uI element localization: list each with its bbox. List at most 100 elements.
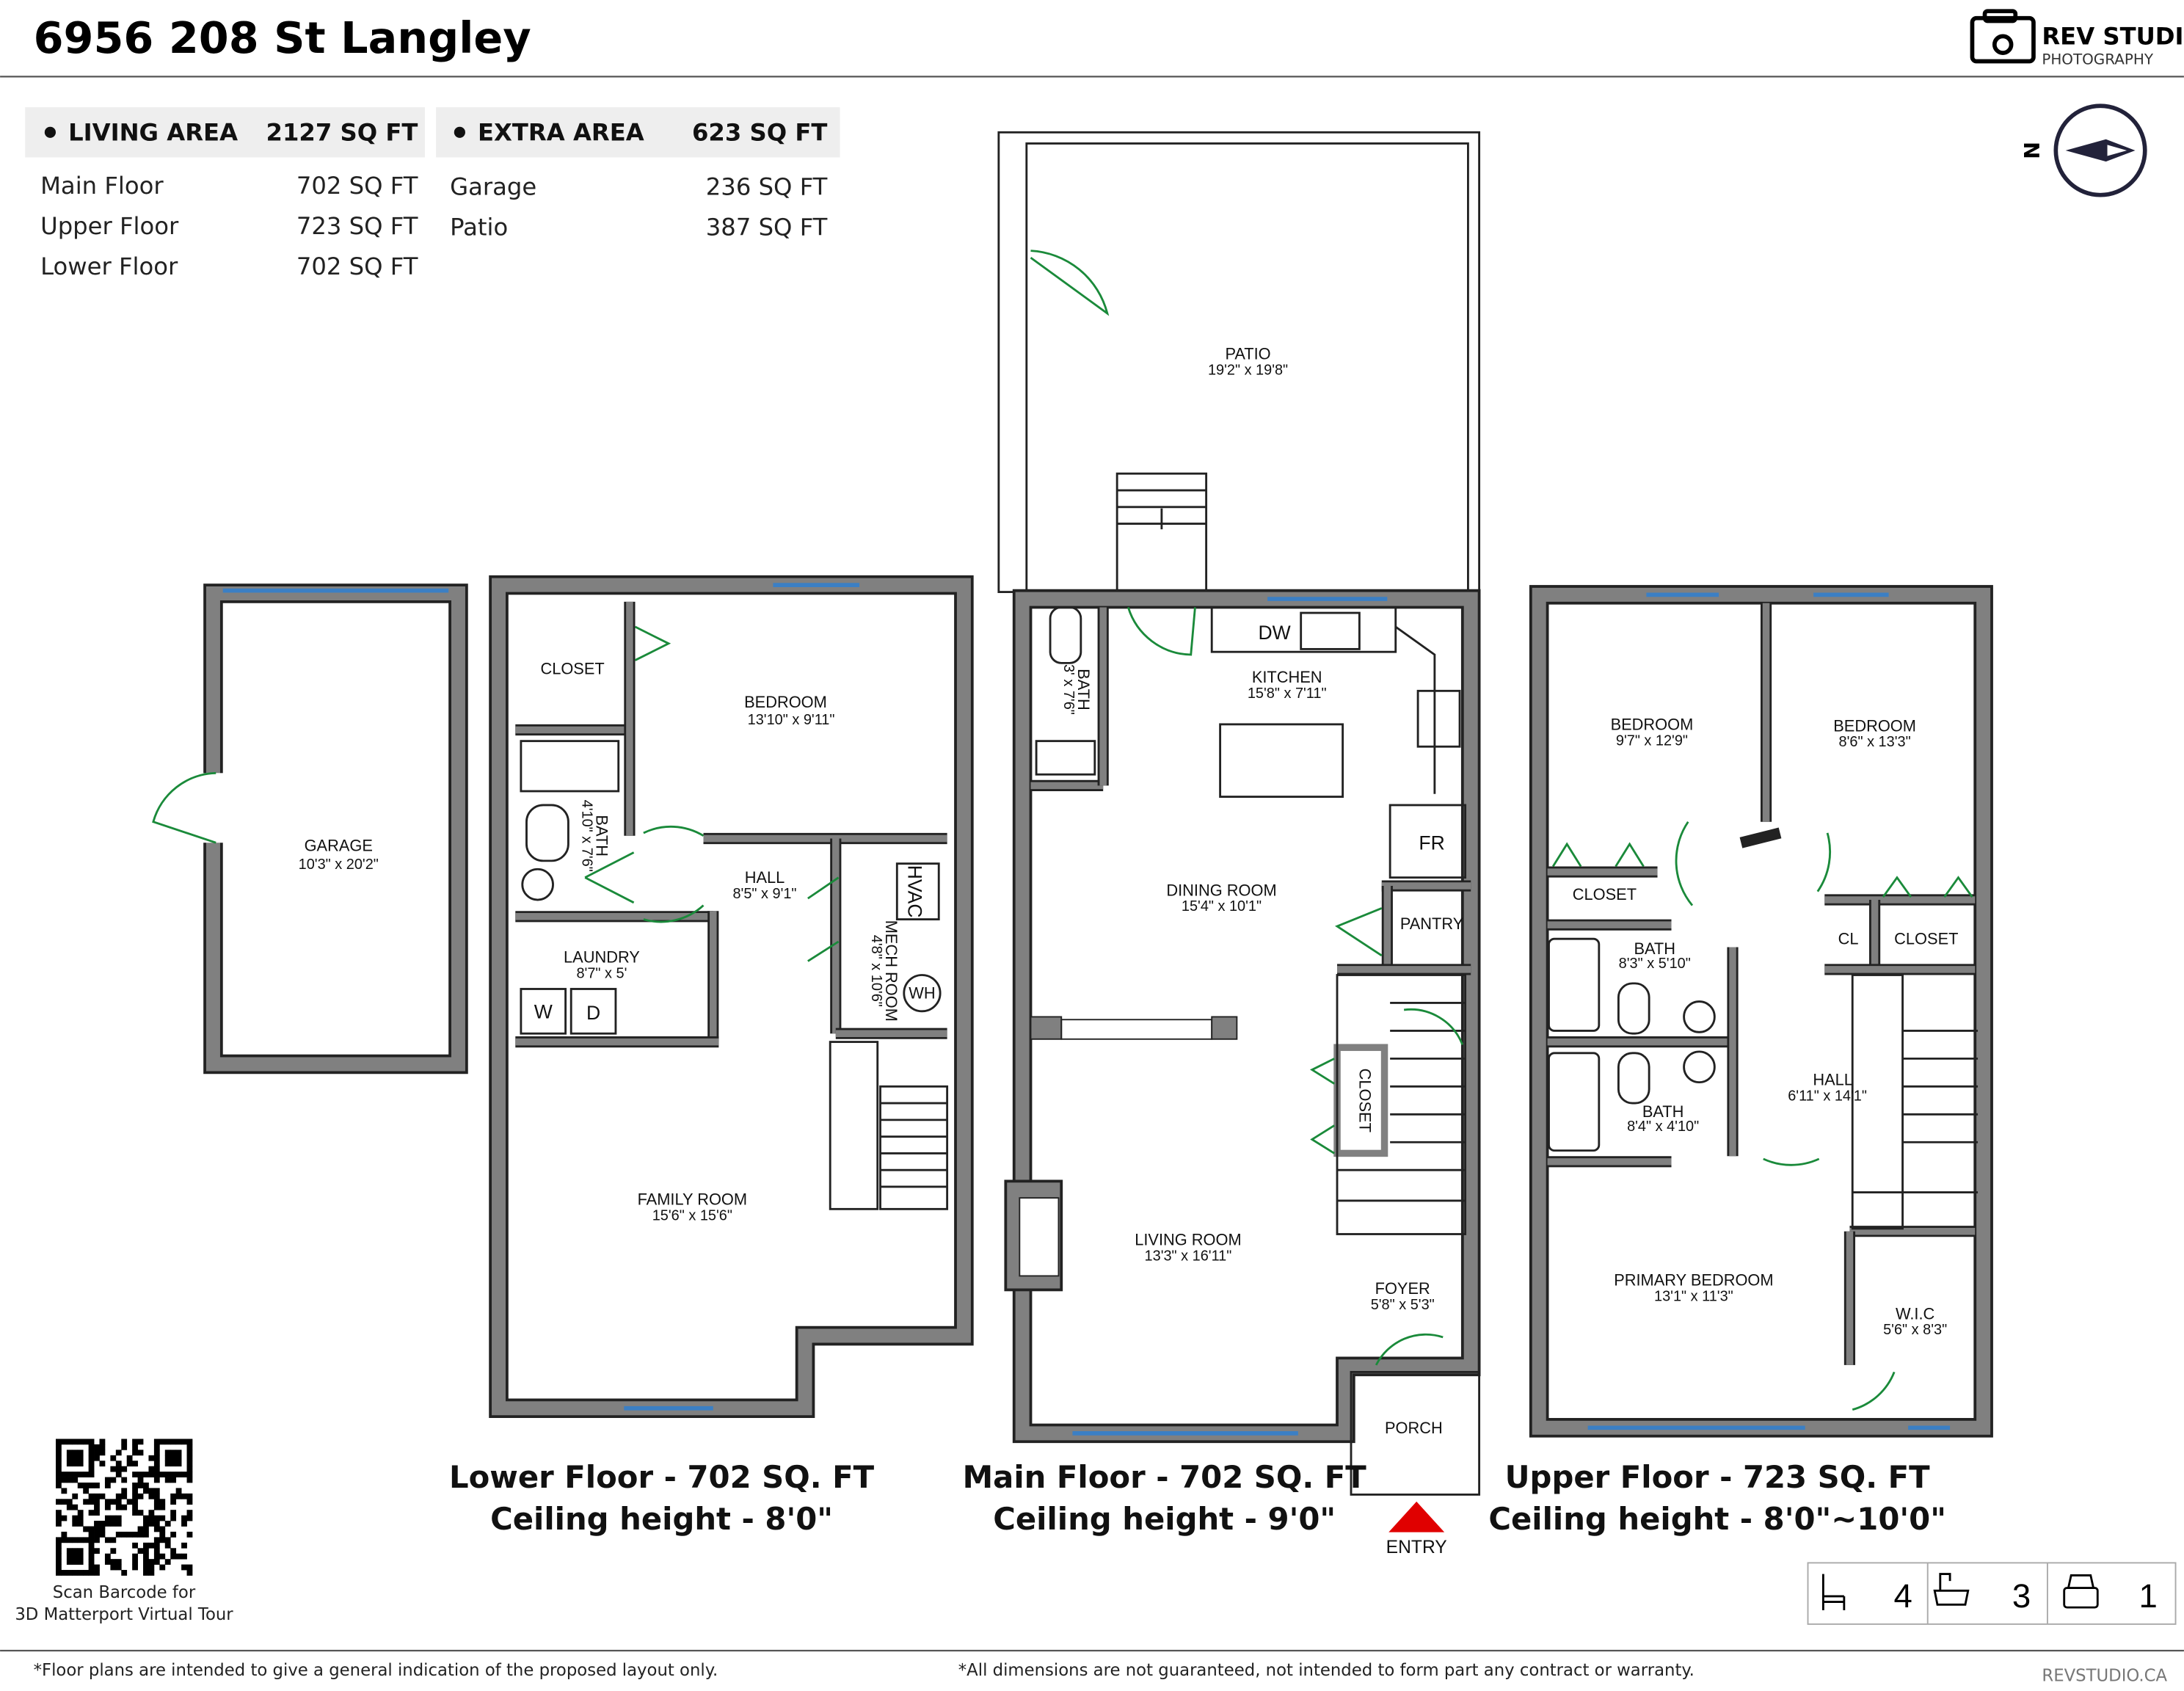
- svg-text:Garage: Garage: [450, 173, 536, 201]
- svg-text:3: 3: [2012, 1577, 2031, 1615]
- svg-text:8'6" x 13'3": 8'6" x 13'3": [1839, 734, 1911, 750]
- svg-text:9'7" x 12'9": 9'7" x 12'9": [1616, 732, 1688, 749]
- svg-text:W.I.C: W.I.C: [1896, 1304, 1934, 1323]
- bed-icon: [1821, 1574, 1846, 1610]
- svg-text:8'5" x 9'1": 8'5" x 9'1": [732, 886, 796, 902]
- bathtub-icon: [1933, 1573, 1970, 1606]
- svg-text:MECH ROOM: MECH ROOM: [882, 920, 900, 1022]
- svg-text:CLOSET: CLOSET: [540, 660, 604, 678]
- svg-text:FR: FR: [1419, 832, 1444, 854]
- svg-text:BATH: BATH: [1634, 939, 1675, 958]
- svg-text:4: 4: [1894, 1577, 1912, 1615]
- compass-icon: N: [2020, 103, 2147, 197]
- svg-text:8'7" x 5': 8'7" x 5': [577, 965, 627, 981]
- svg-text:KITCHEN: KITCHEN: [1252, 668, 1322, 686]
- svg-text:387 SQ FT: 387 SQ FT: [706, 214, 828, 241]
- footer-disclaimer-left: *Floor plans are intended to give a gene…: [34, 1661, 718, 1680]
- svg-text:8'4" x 4'10": 8'4" x 4'10": [1627, 1119, 1699, 1135]
- upper-floor-ceiling: Ceiling height - 8'0"~10'0": [1488, 1501, 1946, 1537]
- svg-text:6'11" x 14'1": 6'11" x 14'1": [1788, 1088, 1867, 1104]
- rev-studio-logo: REV STUDIO PHOTOGRAPHY: [1970, 9, 2184, 68]
- svg-text:5'8" x 5'3": 5'8" x 5'3": [1371, 1297, 1435, 1313]
- qr-caption-1: Scan Barcode for: [53, 1583, 196, 1602]
- qr-code[interactable]: [55, 1439, 193, 1576]
- svg-text:WH: WH: [909, 984, 935, 1003]
- living-area-table: LIVING AREA 2127 SQ FT Main Floor 702 SQ…: [25, 107, 425, 280]
- footer-disclaimer-center: *All dimensions are not guaranteed, not …: [958, 1661, 1695, 1680]
- svg-text:FAMILY ROOM: FAMILY ROOM: [638, 1190, 747, 1209]
- garage-plan: GARAGE 10'3" x 20'2": [152, 583, 468, 1074]
- svg-text:D: D: [586, 1002, 600, 1024]
- lower-floor-plan: CLOSET BEDROOM 13'10" x 9'11" BATH 4'10"…: [489, 575, 974, 1419]
- svg-text:19'2" x 19'8": 19'2" x 19'8": [1208, 363, 1288, 379]
- svg-text:13'3" x 16'11": 13'3" x 16'11": [1145, 1248, 1232, 1265]
- svg-text:15'4" x 10'1": 15'4" x 10'1": [1182, 898, 1262, 914]
- svg-text:HVAC: HVAC: [903, 865, 925, 918]
- svg-text:BATH: BATH: [1074, 669, 1093, 710]
- svg-text:FOYER: FOYER: [1375, 1279, 1430, 1298]
- svg-text:Lower Floor: Lower Floor: [40, 252, 178, 280]
- svg-text:ENTRY: ENTRY: [1386, 1538, 1447, 1557]
- svg-text:8'3" x 5'10": 8'3" x 5'10": [1619, 956, 1691, 972]
- svg-text:Patio: Patio: [450, 214, 508, 241]
- main-floor-plan: PATIO 19'2" x 19'8" BATH 3' x 7'6" DW KI…: [997, 131, 1481, 1557]
- svg-text:PHOTOGRAPHY: PHOTOGRAPHY: [2042, 51, 2154, 68]
- svg-text:BEDROOM: BEDROOM: [1833, 716, 1916, 735]
- svg-text:623 SQ FT: 623 SQ FT: [692, 119, 827, 147]
- svg-text:EXTRA AREA: EXTRA AREA: [478, 119, 644, 147]
- property-stats: 4 3 1: [1807, 1562, 2177, 1625]
- svg-text:10'3" x 20'2": 10'3" x 20'2": [299, 857, 379, 873]
- svg-text:PANTRY: PANTRY: [1400, 914, 1464, 933]
- svg-text:5'6" x 8'3": 5'6" x 8'3": [1883, 1322, 1947, 1338]
- svg-text:DW: DW: [1258, 622, 1290, 644]
- svg-text:15'6" x 15'6": 15'6" x 15'6": [652, 1208, 732, 1224]
- svg-text:LIVING ROOM: LIVING ROOM: [1135, 1231, 1241, 1249]
- upper-floor-plan: BEDROOM 9'7" x 12'9" BEDROOM 8'6" x 13'3…: [1529, 585, 1993, 1438]
- lower-floor-title: Lower Floor - 702 SQ. FT: [449, 1459, 875, 1495]
- svg-text:Upper Floor: Upper Floor: [40, 212, 179, 240]
- svg-text:CL: CL: [1838, 930, 1859, 948]
- car-icon: [2063, 1574, 2099, 1609]
- svg-text:BATH: BATH: [1642, 1102, 1684, 1121]
- svg-text:4'10" x 7'6": 4'10" x 7'6": [578, 800, 594, 872]
- svg-text:PRIMARY BEDROOM: PRIMARY BEDROOM: [1614, 1271, 1773, 1290]
- svg-text:13'10" x 9'11": 13'10" x 9'11": [748, 712, 835, 728]
- upper-floor-title: Upper Floor - 723 SQ. FT: [1505, 1459, 1930, 1495]
- svg-text:15'8" x 7'11": 15'8" x 7'11": [1248, 686, 1327, 702]
- svg-text:LIVING AREA: LIVING AREA: [68, 119, 238, 147]
- svg-text:4'8" x 10'6": 4'8" x 10'6": [868, 935, 884, 1007]
- svg-text:CLOSET: CLOSET: [1573, 885, 1637, 903]
- svg-text:N: N: [2020, 142, 2045, 159]
- svg-text:LAUNDRY: LAUNDRY: [564, 948, 640, 966]
- svg-text:13'1" x 11'3": 13'1" x 11'3": [1654, 1289, 1733, 1305]
- extra-area-table: EXTRA AREA 623 SQ FT Garage 236 SQ FT Pa…: [436, 107, 840, 241]
- svg-text:1: 1: [2139, 1577, 2158, 1615]
- svg-text:BEDROOM: BEDROOM: [1611, 715, 1694, 733]
- svg-text:Main Floor: Main Floor: [40, 172, 164, 200]
- main-floor-title: Main Floor - 702 SQ. FT: [963, 1459, 1367, 1495]
- svg-text:702 SQ FT: 702 SQ FT: [296, 252, 418, 280]
- svg-text:PORCH: PORCH: [1385, 1419, 1443, 1437]
- svg-text:723 SQ FT: 723 SQ FT: [296, 212, 418, 240]
- footer-website-link[interactable]: REVSTUDIO.CA: [2042, 1667, 2167, 1686]
- page-title: 6956 208 St Langley: [34, 12, 531, 63]
- main-floor-ceiling: Ceiling height - 9'0": [993, 1501, 1336, 1537]
- svg-text:BEDROOM: BEDROOM: [744, 693, 827, 711]
- entry-arrow-icon: [1388, 1501, 1445, 1532]
- svg-text:PATIO: PATIO: [1225, 345, 1270, 363]
- svg-text:CLOSET: CLOSET: [1894, 930, 1958, 948]
- svg-text:DINING ROOM: DINING ROOM: [1166, 881, 1276, 899]
- svg-text:W: W: [534, 1000, 553, 1022]
- svg-text:2127 SQ FT: 2127 SQ FT: [266, 119, 418, 147]
- qr-caption-2: 3D Matterport Virtual Tour: [15, 1605, 233, 1624]
- svg-text:REV STUDIO: REV STUDIO: [2042, 23, 2184, 51]
- svg-text:236 SQ FT: 236 SQ FT: [706, 173, 828, 201]
- lower-floor-ceiling: Ceiling height - 8'0": [490, 1501, 833, 1537]
- svg-text:GARAGE: GARAGE: [305, 837, 373, 855]
- svg-text:702 SQ FT: 702 SQ FT: [296, 172, 418, 200]
- svg-text:HALL: HALL: [1813, 1070, 1853, 1088]
- svg-text:CLOSET: CLOSET: [1355, 1069, 1374, 1132]
- svg-text:3' x 7'6": 3' x 7'6": [1060, 664, 1077, 715]
- svg-text:BATH: BATH: [592, 815, 611, 857]
